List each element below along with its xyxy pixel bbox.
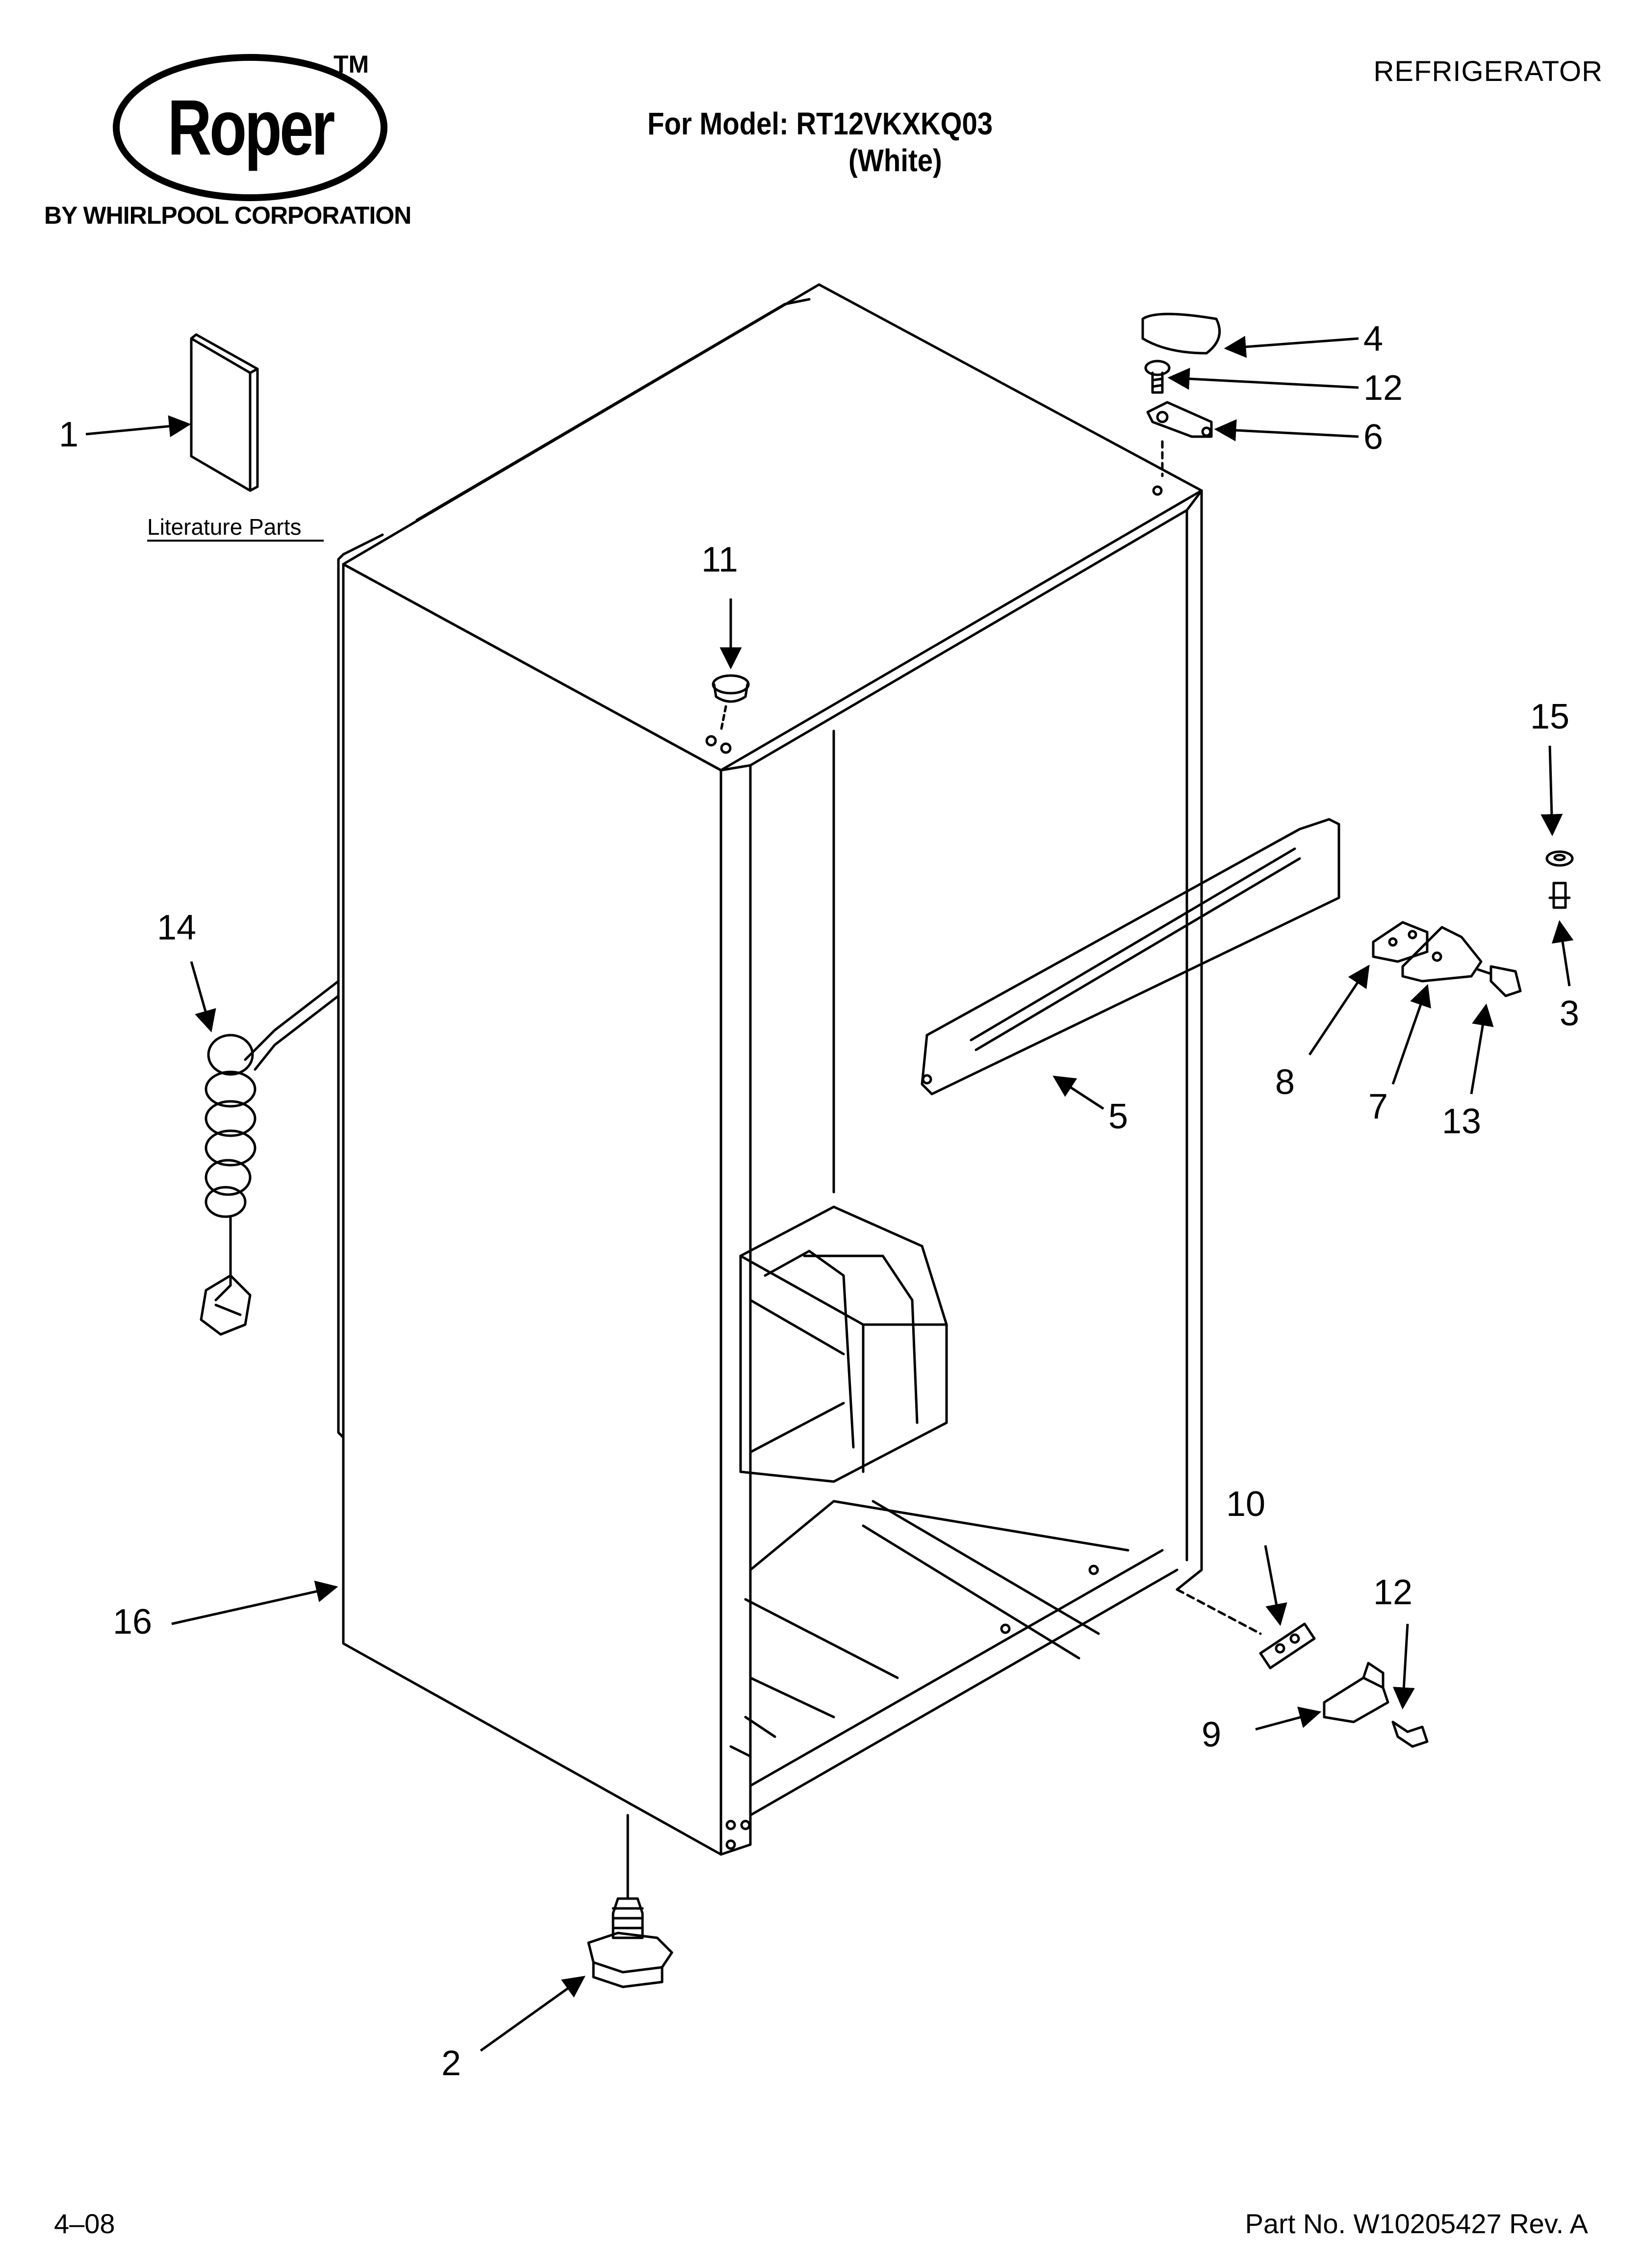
leader-9 [1255, 1706, 1322, 1731]
callout-12-top: 12 [1363, 368, 1403, 408]
leader-5 [1052, 1075, 1104, 1110]
trademark-symbol: TM [334, 51, 369, 78]
leader-12a [1167, 367, 1359, 390]
leader-15 [1540, 745, 1563, 836]
revision-date: 4–08 [54, 2208, 115, 2239]
literature-parts-label: Literature Parts [147, 514, 301, 540]
callout-4: 4 [1363, 319, 1383, 359]
leader-16 [171, 1580, 338, 1625]
refrigerator-cabinet [337, 283, 1203, 1856]
top-hinge-part [1146, 401, 1213, 477]
leader-6 [1214, 419, 1359, 442]
part-number: Part No. W10205427 Rev. A [1245, 2208, 1588, 2239]
callout-11: 11 [701, 540, 738, 579]
literature-parts-booklet [190, 333, 259, 492]
leader-3 [1551, 920, 1574, 987]
logo-wordmark: Roper [167, 83, 335, 171]
callout-3: 3 [1560, 994, 1579, 1033]
callout-7: 7 [1368, 1087, 1388, 1126]
leader-7 [1391, 984, 1431, 1085]
power-cord-part [200, 980, 340, 1336]
bottom-hinge-assembly [1176, 1588, 1429, 1748]
callout-14: 14 [157, 908, 196, 947]
brand-logo: Roper TM BY WHIRLPOOL CORPORATION [39, 39, 461, 245]
leader-1 [85, 415, 191, 438]
leveling-leg-part [587, 1814, 673, 1988]
callout-9: 9 [1202, 1715, 1221, 1754]
callout-1: 1 [59, 415, 78, 454]
leader-14 [190, 961, 216, 1033]
plug-button-part [712, 674, 750, 732]
leader-12b [1392, 1623, 1415, 1710]
hinge-cover-part [1141, 313, 1221, 355]
callout-12-bottom: 12 [1373, 1573, 1412, 1612]
model-number: For Model: RT12VKXKQ03 [647, 106, 993, 141]
document-category: REFRIGERATOR [1373, 55, 1603, 87]
leader-4 [1224, 336, 1359, 358]
hinge-screw-top [1144, 360, 1171, 394]
callout-15: 15 [1530, 697, 1569, 736]
model-variant: (White) [848, 143, 942, 178]
callout-8: 8 [1275, 1063, 1295, 1102]
hinge-screw-middle [1475, 965, 1522, 997]
leader-10 [1264, 1545, 1287, 1626]
hinge-screw-bottom [1391, 1721, 1429, 1748]
callout-16: 16 [113, 1602, 152, 1642]
callout-5: 5 [1108, 1097, 1128, 1136]
callout-6: 6 [1363, 417, 1383, 457]
leader-lines [85, 336, 1574, 2052]
callout-10: 10 [1226, 1485, 1265, 1524]
leader-13 [1470, 1003, 1494, 1095]
cabinet-rail-part [921, 818, 1340, 1095]
brand-subtitle: BY WHIRLPOOL CORPORATION [44, 202, 411, 229]
leader-8 [1308, 965, 1370, 1056]
callout-13: 13 [1442, 1102, 1481, 1141]
callout-2: 2 [441, 2044, 461, 2083]
hinge-pin-and-washer [1545, 850, 1574, 909]
middle-hinge-assembly [1372, 921, 1522, 997]
leader-2 [480, 1976, 586, 2052]
